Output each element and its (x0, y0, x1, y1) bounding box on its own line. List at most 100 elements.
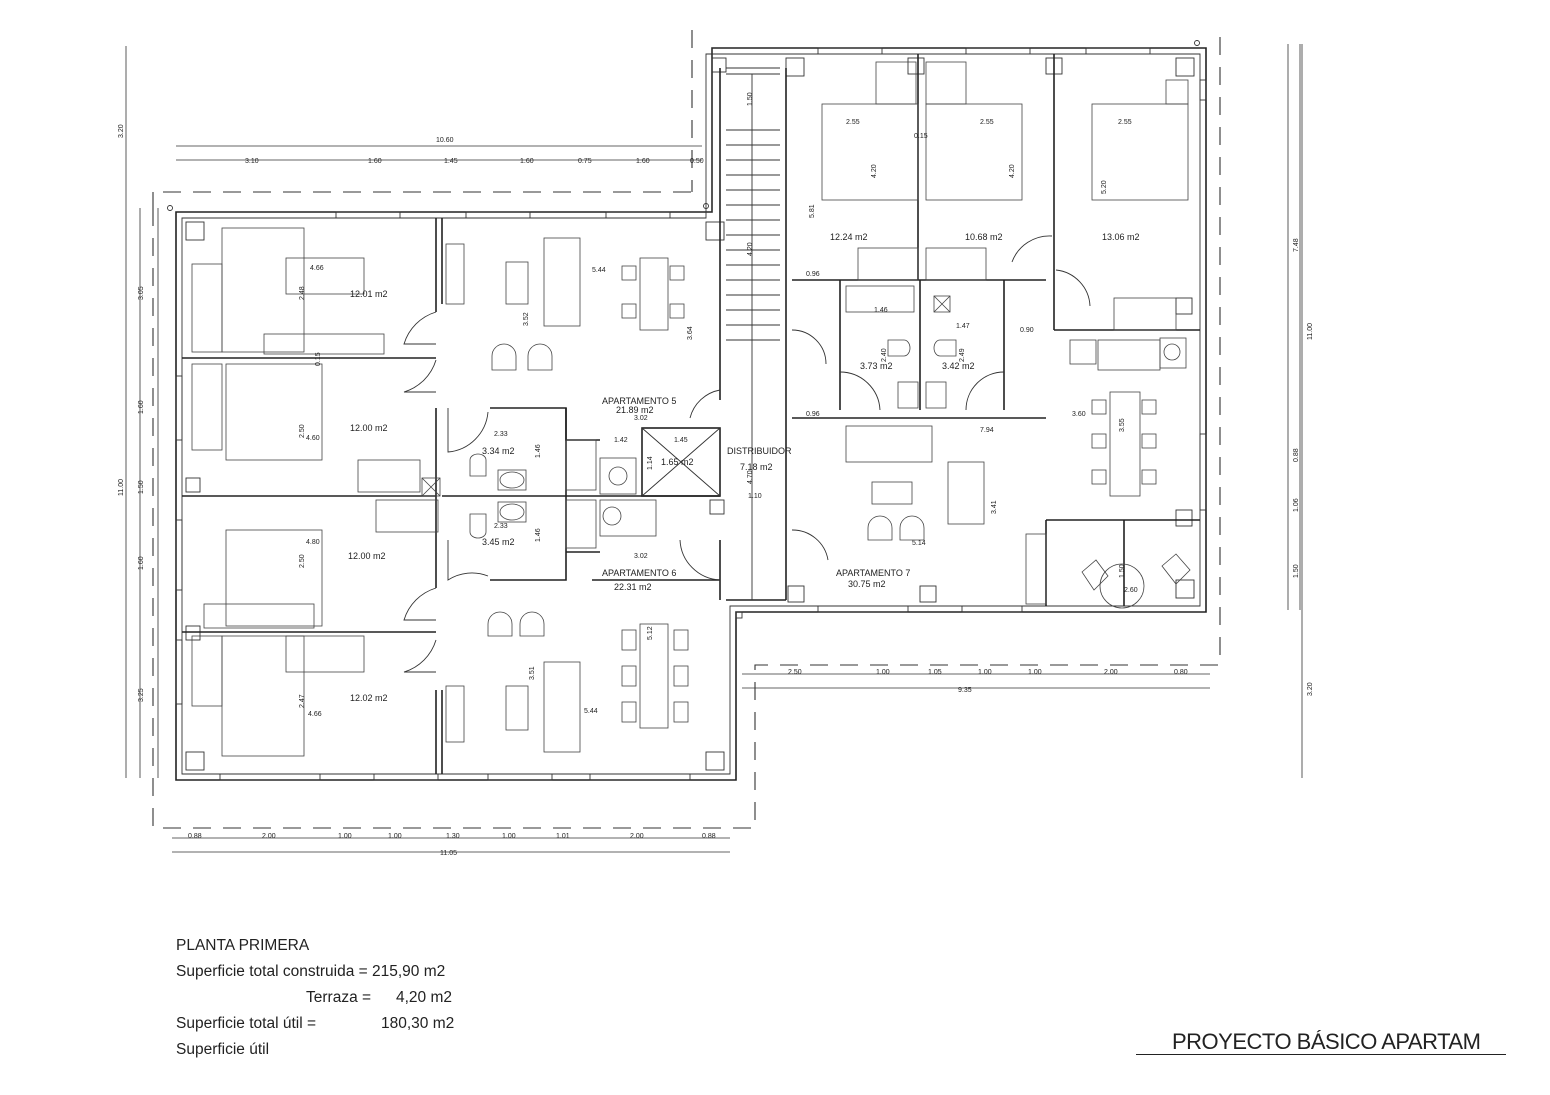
dim-inner: 2.33 (494, 431, 508, 438)
dim-left: 3.05 (138, 286, 145, 300)
dim-bottom: 0.88 (702, 833, 716, 840)
top-dimensions: 10.60 3.10 1.60 1.45 1.60 0.75 1.60 0.50 (245, 137, 704, 165)
dim-left: 3.20 (118, 124, 125, 138)
project-title: PROYECTO BÁSICO APARTAM (1136, 1030, 1506, 1055)
dim-bottom: 1.00 (502, 833, 516, 840)
dim-bottom: 2.00 (630, 833, 644, 840)
apartment-5-area: 21.89 m2 (616, 405, 654, 415)
dim-bottom: 1.30 (446, 833, 460, 840)
distribuidor-area: 7.18 m2 (740, 462, 773, 472)
dim-right-bottom: 1.00 (876, 669, 890, 676)
dim-inner: 3.52 (523, 312, 530, 326)
room-area-bedroom-4: 12.02 m2 (350, 693, 388, 703)
room-area-bath-1: 3.34 m2 (482, 446, 515, 456)
dim-inner: 3.64 (687, 326, 694, 340)
doors (403, 235, 1091, 673)
dim-inner: 2.40 (881, 348, 888, 362)
distribuidor-name: DISTRIBUIDOR (727, 446, 792, 456)
dim-right-bottom: 1.05 (928, 669, 942, 676)
dim-top: 1.60 (520, 158, 534, 165)
dim-inner: 4.66 (310, 265, 324, 272)
room-area-bath-7a: 3.73 m2 (860, 361, 893, 371)
dim-top: 0.50 (690, 158, 704, 165)
room-area-bedroom-3: 12.00 m2 (348, 551, 386, 561)
dim-inner: 1.46 (535, 444, 542, 458)
dim-inner: 0.96 (806, 411, 820, 418)
dim-left: 1.60 (138, 556, 145, 570)
apartment-7-area: 30.75 m2 (848, 579, 886, 589)
dim-right: 7.48 (1293, 238, 1300, 252)
dim-right: 11.00 (1307, 323, 1314, 340)
dim-left: 1.50 (138, 480, 145, 494)
surface-legend: PLANTA PRIMERA Superficie total construi… (176, 933, 454, 1063)
dim-inner: 5.44 (584, 708, 598, 715)
room-area-bedroom-7b: 10.68 m2 (965, 232, 1003, 242)
legend-useful-short: Superficie útil (176, 1041, 270, 1058)
apartment-7-name: APARTAMENTO 7 (836, 568, 910, 578)
room-area-bedroom-7a: 12.24 m2 (830, 232, 868, 242)
legend-useful-label: Superficie total útil = (176, 1015, 317, 1032)
dim-inner: 1.50 (1119, 564, 1126, 578)
room-area-lift: 1.65 m2 (661, 457, 694, 467)
dim-inner: 1.46 (535, 528, 542, 542)
dim-right: 1.06 (1293, 498, 1300, 512)
dim-inner: 3.02 (634, 553, 648, 560)
dim-right-bottom: 0.80 (1174, 669, 1188, 676)
dim-inner: 1.45 (674, 437, 688, 444)
dim-inner: 0.96 (806, 271, 820, 278)
dim-inner: 4.70 (747, 470, 754, 484)
dim-right: 0.88 (1293, 448, 1300, 462)
dim-bottom: 0.88 (188, 833, 202, 840)
legend-terrace-label: Terraza = (306, 989, 372, 1006)
dim-inner: 5.44 (592, 267, 606, 274)
dim-bottom: 1.01 (556, 833, 570, 840)
interior-walls (182, 48, 1200, 774)
dim-top-total: 10.60 (436, 137, 454, 144)
dim-inner: 5.81 (809, 204, 816, 218)
dim-inner: 2.55 (1118, 119, 1132, 126)
dim-left: 11.00 (118, 479, 125, 496)
apartment-5-name: APARTAMENTO 5 (602, 396, 676, 406)
legend-useful-value: 180,30 m2 (381, 1015, 455, 1032)
dim-inner: 5.20 (1101, 180, 1108, 194)
dim-inner: 4.20 (1009, 164, 1016, 178)
dim-right-bottom: 1.00 (1028, 669, 1042, 676)
room-area-bath-7b: 3.42 m2 (942, 361, 975, 371)
dim-inner: 2.55 (846, 119, 860, 126)
room-area-bedroom-1: 12.01 m2 (350, 289, 388, 299)
right-bottom-dimensions: 2.50 1.00 1.05 1.00 1.00 2.00 0.80 9.35 (788, 669, 1188, 694)
dim-inner: 4.80 (306, 539, 320, 546)
dim-right-bottom-total: 9.35 (958, 687, 972, 694)
dim-inner: 2.60 (1124, 587, 1138, 594)
dim-inner: 4.20 (871, 164, 878, 178)
left-dimensions: 3.20 3.05 1.60 11.00 1.50 1.60 3.25 (118, 124, 145, 702)
dim-inner: 3.41 (991, 500, 998, 514)
legend-useful: Superficie total útil = 180,30 m2 (176, 1011, 454, 1037)
dim-bottom: 1.00 (388, 833, 402, 840)
dimension-lines (125, 44, 1303, 853)
dim-top: 1.45 (444, 158, 458, 165)
room-area-bedroom-7c: 13.06 m2 (1102, 232, 1140, 242)
legend-title: PLANTA PRIMERA (176, 937, 310, 954)
dim-top: 3.10 (245, 158, 259, 165)
dim-top: 1.60 (636, 158, 650, 165)
dim-inner: 3.51 (529, 666, 536, 680)
dim-inner: 7.94 (980, 427, 994, 434)
dim-left: 1.60 (138, 400, 145, 414)
apartment-6-area: 22.31 m2 (614, 582, 652, 592)
boundary-lines (152, 28, 1221, 829)
room-area-bath-2: 3.45 m2 (482, 537, 515, 547)
legend-terrace-value: 4,20 m2 (396, 989, 453, 1006)
dim-inner: 5.14 (912, 540, 926, 547)
legend-constructed-label: Superficie total construida = (176, 963, 373, 980)
dim-inner: 1.14 (647, 456, 654, 470)
dim-right-bottom: 1.00 (978, 669, 992, 676)
dim-inner: 2.48 (299, 286, 306, 300)
dim-right: 3.20 (1307, 682, 1314, 696)
dim-bottom: 2.00 (262, 833, 276, 840)
dim-inner: 3.55 (1119, 418, 1126, 432)
dim-bottom: 1.00 (338, 833, 352, 840)
inner-dimensions: 4.66 2.48 0.15 2.50 4.60 4.80 2.50 2.47 … (299, 92, 1138, 718)
dim-left: 3.25 (138, 688, 145, 702)
